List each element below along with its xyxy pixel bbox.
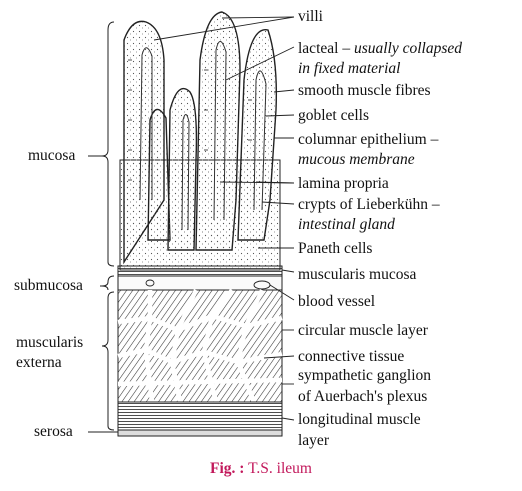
villus-2 <box>147 108 171 241</box>
label-blood-vessel: blood vessel <box>298 293 376 310</box>
caption-prefix: Fig. : <box>210 460 245 477</box>
label-mucous-membrane: mucous membrane <box>298 151 415 168</box>
muscularis-mucosa-band <box>117 265 283 277</box>
label-sympathetic-ganglion: sympathetic ganglion <box>298 367 432 384</box>
connective-tissue-network <box>117 288 283 403</box>
label-villi: villi <box>298 8 323 25</box>
serosa-band <box>117 429 283 437</box>
label-longitudinal-muscle: longitudinal muscle <box>298 411 421 428</box>
label-connective-tissue: connective tissue <box>298 348 405 365</box>
longitudinal-muscle-band <box>117 401 283 431</box>
caption-text: T.S. ileum <box>248 460 312 477</box>
villus-5 <box>237 29 278 241</box>
label-columnar-epithelium: columnar epithelium – <box>298 131 439 148</box>
label-lacteal: lacteal – usually collapsed <box>298 40 463 57</box>
label-externa: externa <box>16 354 62 371</box>
lacteals <box>139 41 267 231</box>
label-smooth-muscle: smooth muscle fibres <box>298 82 431 99</box>
label-auerbach-plexus: of Auerbach's plexus <box>298 388 428 405</box>
figure-caption: Fig. : T.S. ileum <box>0 460 522 478</box>
label-intestinal-gland: intestinal gland <box>298 216 395 233</box>
label-serosa: serosa <box>34 423 73 440</box>
label-longitudinal-layer: layer <box>298 432 329 449</box>
label-crypts: crypts of Lieberkühn – <box>298 196 440 213</box>
epithelium-marks <box>128 59 252 181</box>
label-lamina-propria: lamina propria <box>298 175 389 192</box>
left-brackets <box>88 21 118 433</box>
villus-4 <box>195 11 241 251</box>
label-lacteal-note: in fixed material <box>298 60 401 77</box>
label-goblet-cells: goblet cells <box>298 107 370 124</box>
label-paneth-cells: Paneth cells <box>298 240 373 257</box>
label-circular-muscle: circular muscle layer <box>298 322 428 339</box>
label-muscularis: muscularis <box>16 334 84 351</box>
leader-lines <box>153 16 295 421</box>
label-mucosa: mucosa <box>28 147 76 164</box>
villi-group <box>123 11 278 265</box>
label-submucosa: submucosa <box>14 277 83 294</box>
label-muscularis-mucosa: muscularis mucosa <box>298 266 417 283</box>
